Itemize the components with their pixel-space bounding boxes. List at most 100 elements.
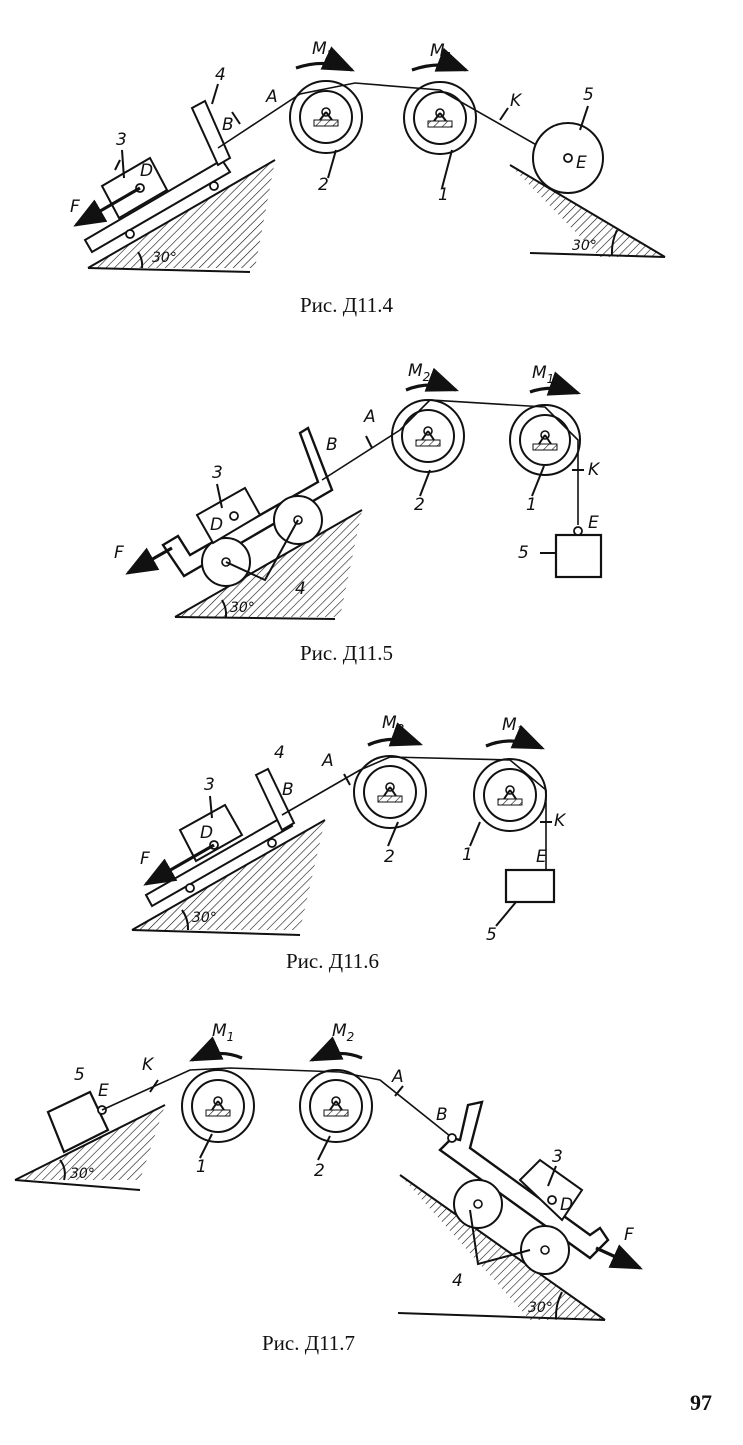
svg-text:D: D <box>200 823 213 843</box>
svg-text:30°: 30° <box>152 250 177 266</box>
svg-text:3: 3 <box>116 130 127 150</box>
svg-text:30°: 30° <box>230 600 255 616</box>
body-5-disk <box>532 122 604 194</box>
svg-text:M1: M1 <box>502 715 524 738</box>
force-f-arrow <box>73 186 141 227</box>
svg-text:5: 5 <box>486 925 497 945</box>
force-f-arrow <box>595 1244 643 1270</box>
svg-text:4: 4 <box>215 65 226 85</box>
svg-text:E: E <box>576 153 587 173</box>
body-3 <box>178 803 244 863</box>
label-f: F <box>70 197 80 217</box>
incline: 30° <box>131 819 326 936</box>
svg-text:3: 3 <box>212 463 223 483</box>
pulley-2 <box>299 1069 373 1143</box>
svg-text:E: E <box>536 847 547 867</box>
right-incline: 30° <box>397 1174 606 1321</box>
svg-text:M2: M2 <box>408 361 430 384</box>
pulley-1 <box>181 1069 255 1143</box>
rope <box>217 82 541 149</box>
svg-text:E: E <box>98 1081 109 1101</box>
svg-text:3: 3 <box>552 1147 563 1167</box>
svg-text:5: 5 <box>518 543 529 563</box>
svg-text:M1: M1 <box>532 363 554 386</box>
svg-text:30°: 30° <box>572 238 597 254</box>
page-number: 97 <box>690 1390 712 1415</box>
svg-text:30°: 30° <box>70 1166 95 1182</box>
body-3 <box>518 1158 584 1222</box>
wheels-4 <box>453 1179 570 1275</box>
moment-m2-arrow <box>309 1036 363 1062</box>
svg-text:1: 1 <box>438 185 449 205</box>
pulley-1 <box>509 404 581 476</box>
label-f: F <box>624 1225 634 1245</box>
svg-text:E: E <box>588 513 599 533</box>
svg-text:M1: M1 <box>212 1021 234 1044</box>
caption-d11-4: Рис. Д11.4 <box>300 293 394 317</box>
moment-m2-arrow <box>367 722 424 747</box>
svg-text:1: 1 <box>526 495 537 515</box>
rope <box>101 1067 456 1141</box>
svg-text:2: 2 <box>314 1161 325 1181</box>
svg-text:M2: M2 <box>312 39 334 62</box>
label-f: F <box>140 849 150 869</box>
svg-text:D: D <box>140 161 153 181</box>
caption-d11-5: Рис. Д11.5 <box>300 641 393 665</box>
pulley-2 <box>289 80 363 154</box>
svg-text:D: D <box>210 515 223 535</box>
svg-text:A: A <box>391 1067 404 1087</box>
rope <box>321 399 579 525</box>
svg-text:1: 1 <box>462 845 473 865</box>
moment-m1-arrow <box>529 371 582 396</box>
moment-m1-arrow <box>485 724 545 750</box>
left-incline: 30° <box>14 1104 166 1191</box>
svg-text:4: 4 <box>295 579 306 599</box>
pulley-1 <box>403 81 477 155</box>
plate-4 <box>83 99 232 254</box>
wheels-4 <box>201 495 323 587</box>
plate-4 <box>144 767 296 908</box>
svg-text:A: A <box>321 751 334 771</box>
svg-text:30°: 30° <box>192 910 217 926</box>
svg-text:B: B <box>436 1105 448 1125</box>
svg-text:5: 5 <box>583 85 594 105</box>
svg-text:K: K <box>142 1055 155 1075</box>
svg-text:M1: M1 <box>430 41 452 64</box>
svg-text:M2: M2 <box>332 1021 354 1044</box>
svg-text:2: 2 <box>384 847 395 867</box>
pulley-2 <box>353 755 427 829</box>
moment-m2-arrow <box>405 367 459 392</box>
body-3 <box>195 486 262 545</box>
svg-text:2: 2 <box>318 175 329 195</box>
left-incline: 30° <box>87 159 276 273</box>
body-5-block <box>540 526 603 579</box>
body-5-block <box>46 1090 110 1154</box>
svg-text:4: 4 <box>274 743 285 763</box>
force-f-arrow <box>143 843 215 886</box>
svg-text:30°: 30° <box>528 1300 553 1316</box>
rope <box>281 756 547 870</box>
svg-text:B: B <box>282 780 294 800</box>
figure-d11-4: 30° <box>70 39 666 317</box>
caption-d11-7: Рис. Д11.7 <box>262 1331 355 1355</box>
pulley-1 <box>473 758 547 832</box>
svg-text:2: 2 <box>414 495 425 515</box>
body-5-block <box>504 868 556 904</box>
svg-text:M2: M2 <box>382 713 404 736</box>
caption-d11-6: Рис. Д11.6 <box>286 949 379 973</box>
pulley-2 <box>391 399 465 473</box>
svg-text:K: K <box>554 811 567 831</box>
force-f-arrow <box>125 546 173 575</box>
svg-text:1: 1 <box>196 1157 207 1177</box>
svg-text:D: D <box>560 1195 573 1215</box>
svg-text:K: K <box>588 460 601 480</box>
svg-text:4: 4 <box>452 1271 463 1291</box>
svg-text:5: 5 <box>74 1065 85 1085</box>
moment-m1-arrow <box>411 47 469 72</box>
figure-d11-5: 30° <box>114 361 603 665</box>
moment-m2-arrow <box>295 46 355 72</box>
svg-text:K: K <box>510 91 523 111</box>
svg-text:B: B <box>222 115 234 135</box>
label-f: F <box>114 543 124 563</box>
